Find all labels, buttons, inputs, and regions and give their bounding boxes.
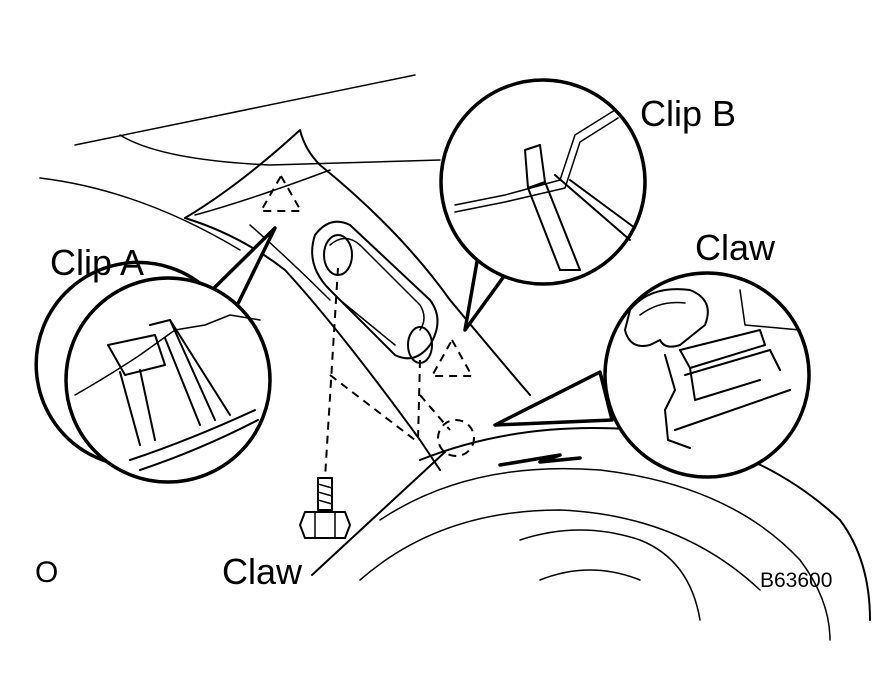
clip-location-triangle: [430, 337, 474, 377]
clip-a-label: Clip A: [50, 242, 145, 283]
claw-label-right: Claw: [695, 227, 776, 268]
assist-grip: [311, 220, 439, 364]
claw-label-bottom: Claw: [222, 551, 303, 592]
clip-a-detail: [34, 226, 277, 484]
clip-location-triangle: [259, 173, 303, 212]
clip-b-label: Clip B: [640, 93, 737, 134]
claw-detail: [493, 271, 811, 479]
bolt-icon: [299, 477, 351, 539]
removal-guide-lines: [324, 267, 451, 479]
corner-mark: O: [35, 556, 59, 589]
vehicle-interior-outline: [39, 74, 441, 251]
claw-leader-line: [311, 451, 446, 576]
clip-b-detail: [439, 78, 647, 332]
figure-code: B63600: [760, 569, 833, 592]
claw-location-circle: [437, 419, 475, 457]
pillar-garnish: [184, 129, 531, 471]
